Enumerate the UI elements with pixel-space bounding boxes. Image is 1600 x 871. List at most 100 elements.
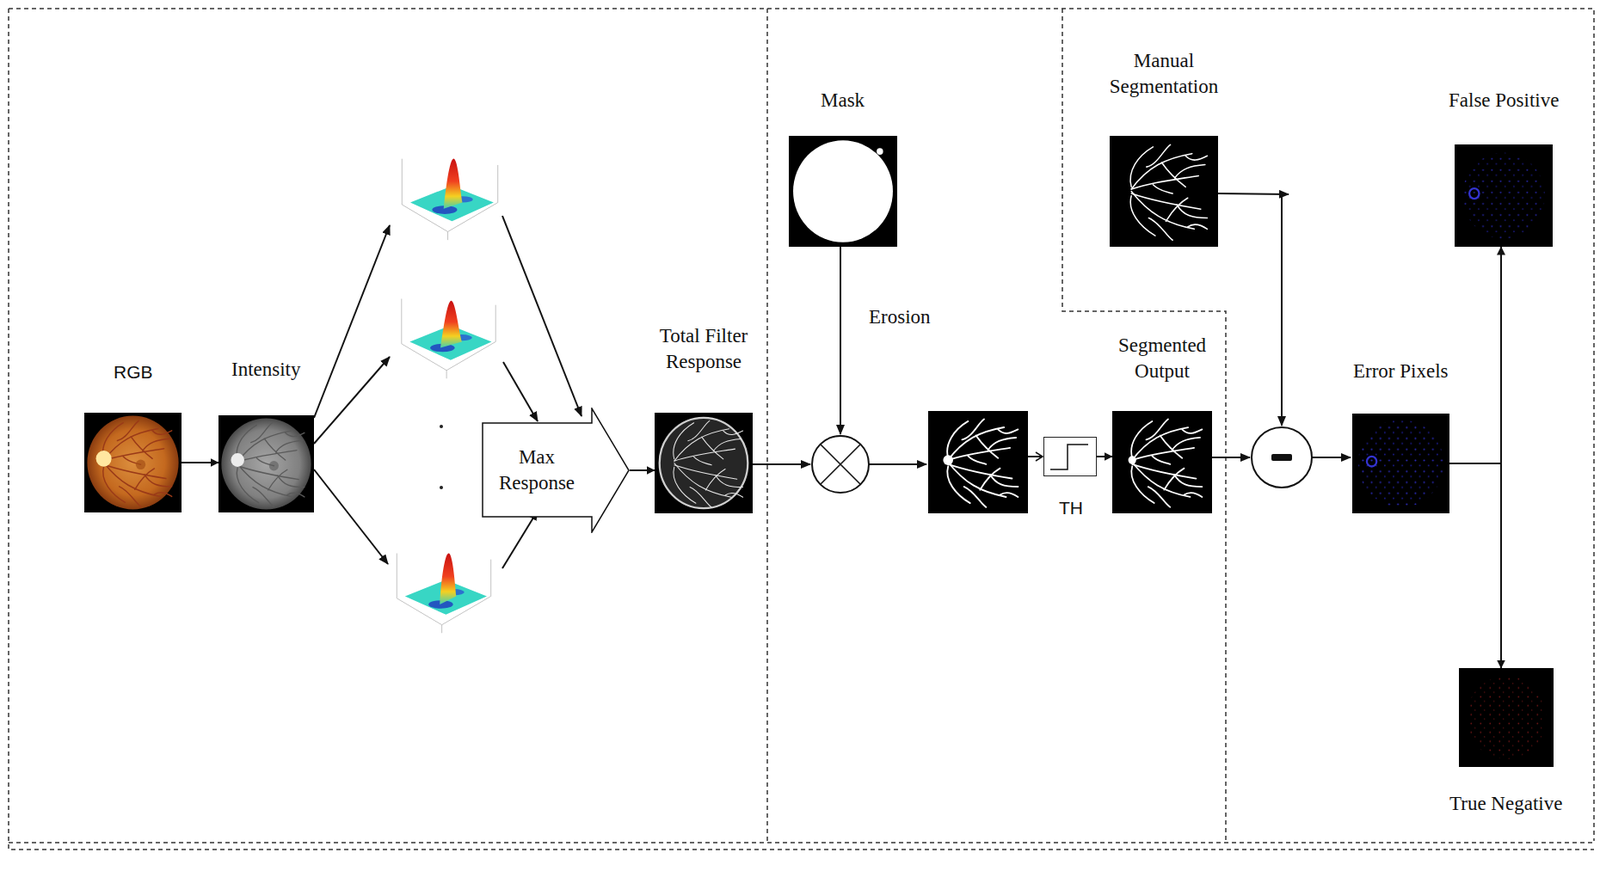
wire	[1212, 456, 1250, 459]
svg-circle	[1358, 419, 1444, 508]
svg-circle	[876, 147, 884, 155]
fundus-image	[84, 412, 182, 513]
svg-circle	[230, 453, 245, 468]
image-node: RGB	[84, 412, 182, 513]
connector	[629, 469, 655, 472]
svg-circle	[1462, 153, 1545, 240]
true-negative-image	[1458, 668, 1554, 768]
filter-kernel-plot	[396, 553, 491, 634]
dashed-border	[8, 8, 1594, 850]
ellipsis-dot	[439, 424, 444, 429]
image-node: Segmented Output	[1112, 411, 1213, 514]
dashed-border	[8, 8, 1594, 842]
svg-rect	[1112, 411, 1213, 514]
svg-circle	[1128, 455, 1137, 465]
filter-plots	[396, 159, 498, 634]
svg-use	[673, 420, 744, 508]
max-response-arrow: Max Response	[481, 407, 630, 534]
svg-rect	[928, 411, 1028, 514]
subtract-symbol	[1251, 427, 1312, 488]
node-label: Total Filter Response	[643, 323, 764, 376]
svg-rect	[1454, 144, 1553, 247]
multiply-symbol	[812, 436, 869, 493]
svg-rect	[84, 412, 182, 513]
image-node: Manual Segmentation	[1109, 135, 1219, 247]
svg-path	[443, 159, 463, 210]
node-label: True Negative	[1449, 791, 1563, 818]
error-image	[1352, 413, 1450, 514]
svg-use	[1131, 419, 1202, 508]
wire	[752, 463, 811, 466]
svg-use	[103, 420, 173, 507]
svg-rect	[218, 415, 314, 513]
svg-circle	[793, 140, 893, 243]
image-node: False Positive	[1454, 144, 1553, 247]
intensity-image	[218, 415, 314, 513]
node-label: Intensity	[231, 356, 302, 383]
dashed-border	[8, 842, 1594, 844]
wire	[502, 215, 582, 417]
segmented-image	[1112, 411, 1213, 514]
wire	[313, 469, 388, 565]
arrow-outline	[482, 408, 629, 533]
node-label: Mask	[820, 87, 865, 114]
wire	[1218, 193, 1289, 195]
node-label: TH	[1058, 496, 1084, 520]
svg-circle	[659, 418, 749, 509]
wire	[1027, 455, 1043, 458]
image-node: Total Filter Response	[654, 412, 753, 514]
masked-image	[928, 411, 1028, 514]
svg-rect	[788, 135, 898, 247]
wire	[313, 225, 390, 419]
svg-path	[401, 159, 498, 240]
image-node: Error Pixels	[1352, 413, 1450, 514]
svg-circle	[1466, 676, 1546, 760]
node-label: Segmented Output	[1106, 332, 1219, 385]
svg-rect	[654, 412, 753, 514]
wire	[839, 246, 842, 435]
dashed-regions	[8, 8, 1594, 850]
svg-circle	[135, 460, 146, 471]
image-node: Intensity	[218, 415, 314, 513]
node-label: Error Pixels	[1353, 358, 1449, 385]
image-node: True Negative	[1458, 668, 1554, 768]
manual-segmentation-image	[1109, 135, 1219, 247]
arrow-shape	[481, 407, 630, 534]
dashed-border	[766, 8, 769, 844]
filter-kernel-plot	[401, 299, 496, 380]
minus-bar	[1271, 454, 1293, 462]
wire	[1311, 456, 1351, 459]
svg-rect	[1352, 413, 1450, 514]
false-positive-image	[1454, 144, 1553, 247]
dashed-border	[1062, 8, 1226, 844]
svg-use	[236, 423, 305, 507]
connector	[181, 461, 219, 464]
threshold-box: TH	[1043, 436, 1097, 477]
svg-circle	[221, 418, 311, 510]
filter-kernel-plot	[401, 159, 498, 241]
filter-response-image	[654, 412, 753, 514]
svg-circle	[1366, 456, 1377, 468]
svg-path	[439, 553, 456, 605]
svg-circle	[96, 450, 112, 468]
svg-circle	[86, 415, 179, 510]
image-node: Mask	[788, 135, 898, 247]
step-symbol	[1050, 444, 1089, 470]
multiply-cross	[820, 444, 861, 485]
svg-path	[401, 299, 496, 380]
node-label: RGB	[113, 360, 154, 384]
node-label: Manual Segmentation	[1095, 48, 1233, 100]
svg-path	[440, 301, 462, 349]
wire	[868, 463, 927, 466]
multiply-circle	[812, 436, 869, 493]
wire	[1280, 194, 1283, 426]
svg-rect	[1109, 135, 1219, 247]
wire	[313, 356, 390, 444]
operation-label: Erosion	[868, 304, 931, 331]
wire	[503, 362, 538, 422]
node-label: False Positive	[1448, 87, 1559, 114]
svg-use	[947, 419, 1018, 508]
svg-rect	[1458, 668, 1554, 768]
svg-circle	[942, 455, 954, 466]
